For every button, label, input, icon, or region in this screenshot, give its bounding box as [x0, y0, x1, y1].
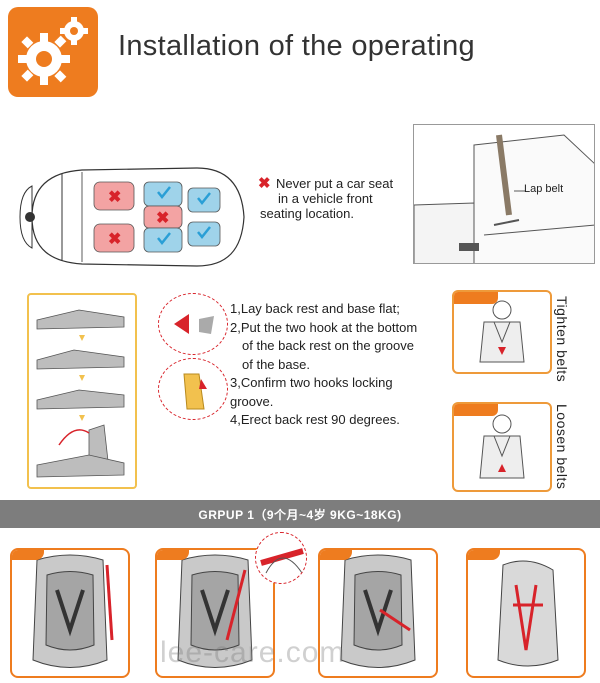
seat-step-2: [155, 548, 275, 678]
instruction-line: of the base.: [242, 356, 310, 372]
group-bar: GRPUP 1（9个月~4岁 9KG~18KG): [0, 500, 600, 528]
lap-belt-label: Lap belt: [524, 183, 564, 195]
instruction-line: of the back rest on the groove: [242, 338, 414, 353]
red-x-icon: ✖: [258, 175, 271, 192]
lap-belt-illustration: Lap belt: [413, 124, 595, 264]
belt-zoom-detail: [255, 532, 307, 584]
front-seat-right: [93, 223, 135, 253]
hook-detail-2: [158, 358, 228, 420]
car-seating-diagram: ✖ ✖ ✖: [19, 167, 245, 267]
svg-text:✖: ✖: [156, 210, 169, 227]
watermark: lee-care.com: [160, 636, 346, 669]
lap-belt-drawing: [414, 134, 594, 263]
base-assembly-steps: [27, 293, 137, 489]
warning-line-3: seating location.: [260, 206, 354, 221]
seat-step-1: [10, 548, 130, 678]
hook-detail-1: [158, 293, 228, 355]
installation-instructions: 1,Lay back rest and base flat; 2,Put the…: [230, 300, 450, 430]
instruction-line: groove.: [230, 393, 274, 409]
warning-line-2: in a vehicle front: [278, 191, 373, 206]
instruction-line: 2,Put the two hook at the bottom: [230, 319, 418, 335]
loosen-belts-label: Loosen belts: [554, 404, 570, 490]
instruction-line: 3,Confirm two hooks locking: [230, 375, 393, 390]
tighten-belts-panel: [452, 290, 552, 374]
seat-step-3: [318, 548, 438, 678]
front-seat-left: [93, 181, 135, 211]
warning-line-1: Never put a car seat: [276, 176, 394, 191]
svg-text:✖: ✖: [108, 231, 121, 248]
front-seat-warning: ✖ Never put a car seat in a vehicle fron…: [258, 176, 418, 221]
loosen-belts-panel: [452, 402, 552, 492]
header-logo: [8, 7, 98, 97]
seat-step-4: [466, 548, 586, 678]
instruction-line: 4,Erect back rest 90 degrees.: [230, 412, 400, 427]
gear-icon: [18, 17, 88, 85]
tighten-belts-label: Tighten belts: [554, 296, 570, 383]
page-title: Installation of the operating: [118, 30, 475, 62]
booster-steps-drawing: [36, 309, 125, 478]
svg-text:✖: ✖: [108, 189, 121, 206]
instruction-line: 1,Lay back rest and base flat;: [230, 301, 400, 316]
